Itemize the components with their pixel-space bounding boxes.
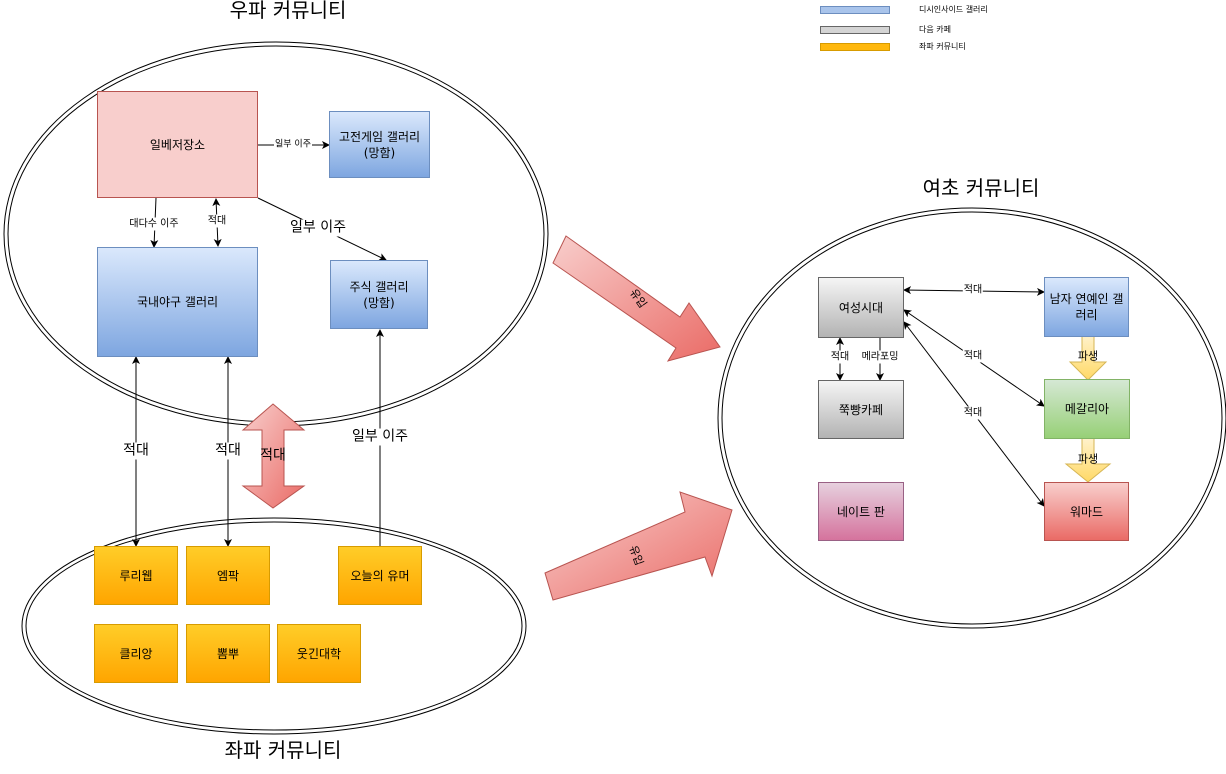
edge-label-ilbe-stock: 일부 이주 — [289, 219, 347, 237]
node-ilbe[interactable]: 일베저장소 — [97, 91, 258, 198]
legend-item-left: 좌파 커뮤니티 — [820, 41, 1020, 53]
edge-label-ilbe-kbaseball: 대다수 이주 — [128, 217, 180, 231]
edge-label-kbaseball-ruliweb: 적대 — [122, 442, 150, 460]
legend-label-daum: 다음 카페 — [919, 25, 951, 34]
feminist-community-ellipse — [717, 207, 1226, 629]
legend-item-daum: 다음 카페 — [820, 24, 1020, 36]
edge-label-snsd-maleceleb: 적대 — [962, 283, 984, 297]
big-arrow-left-to-feminist — [544, 491, 733, 601]
legend-swatch-daum — [820, 26, 890, 34]
edge-label-todayhumor-stock: 일부 이주 — [351, 428, 409, 446]
right-community-ellipse — [3, 41, 549, 427]
derived-arrow-1 — [1068, 334, 1108, 381]
node-retro-game-gallery[interactable]: 고전게임 갤러리 (망함) — [329, 111, 430, 178]
big-arrow-right-to-feminist — [552, 235, 721, 362]
derived-arrow-2 — [1064, 437, 1112, 483]
edge-label-kbaseball-mlbpark: 적대 — [214, 442, 242, 460]
edge-label-derived-1: 파생 — [1077, 349, 1099, 363]
right-community-title: 우파 커뮤니티 — [229, 0, 347, 22]
node-ssukbbang-cafe[interactable]: 쭉빵카페 — [818, 380, 904, 439]
legend-label-dc: 디시인사이드 갤러리 — [919, 5, 988, 14]
node-megalia[interactable]: 메갈리아 — [1044, 379, 1130, 439]
left-community-ellipse — [21, 517, 527, 735]
node-snsd-cafe[interactable]: 여성시대 — [818, 277, 904, 338]
legend-item-dc: 디시인사이드 갤러리 — [820, 4, 1020, 16]
node-womad[interactable]: 워마드 — [1044, 482, 1129, 541]
node-ruliweb[interactable]: 루리웹 — [94, 546, 178, 605]
node-kbaseball-gallery[interactable]: 국내야구 갤러리 — [97, 247, 258, 357]
edge-label-snsd-womad: 적대 — [962, 406, 984, 420]
edge-label-snsd-megalia: 적대 — [962, 349, 984, 363]
edge-label-snsd-ssukbbang: 적대 — [829, 350, 851, 364]
feminist-community-title: 여초 커뮤니티 — [922, 176, 1040, 200]
legend-swatch-dc — [820, 6, 890, 14]
node-ppomppu[interactable]: 뽐뿌 — [186, 624, 270, 683]
node-clien[interactable]: 클리앙 — [94, 624, 178, 683]
legend-label-left: 좌파 커뮤니티 — [919, 42, 966, 51]
node-male-celeb-gallery[interactable]: 남자 연예인 갤러리 — [1044, 277, 1129, 337]
node-todayhumor[interactable]: 오늘의 유머 — [338, 546, 422, 605]
node-nate-pann[interactable]: 네이트 판 — [818, 482, 904, 541]
node-humoruniv[interactable]: 웃긴대학 — [277, 624, 361, 683]
edge-label-ilbe-retro: 일부 이주 — [274, 138, 312, 152]
left-community-title: 좌파 커뮤니티 — [224, 738, 342, 762]
edge-label-snsd-ssukbbang-mirroring: 메라포밍 — [860, 350, 900, 364]
edge-label-ilbe-kbaseball-hostile: 적대 — [206, 214, 228, 228]
edge-label-big-hostile: 적대 — [260, 447, 286, 464]
node-stock-gallery[interactable]: 주식 갤러리 (망함) — [330, 260, 428, 329]
edge-label-derived-2: 파생 — [1077, 452, 1099, 466]
legend-swatch-left — [820, 43, 890, 51]
big-hostile-arrow — [241, 403, 306, 509]
node-mlbpark[interactable]: 엠팍 — [186, 546, 270, 605]
